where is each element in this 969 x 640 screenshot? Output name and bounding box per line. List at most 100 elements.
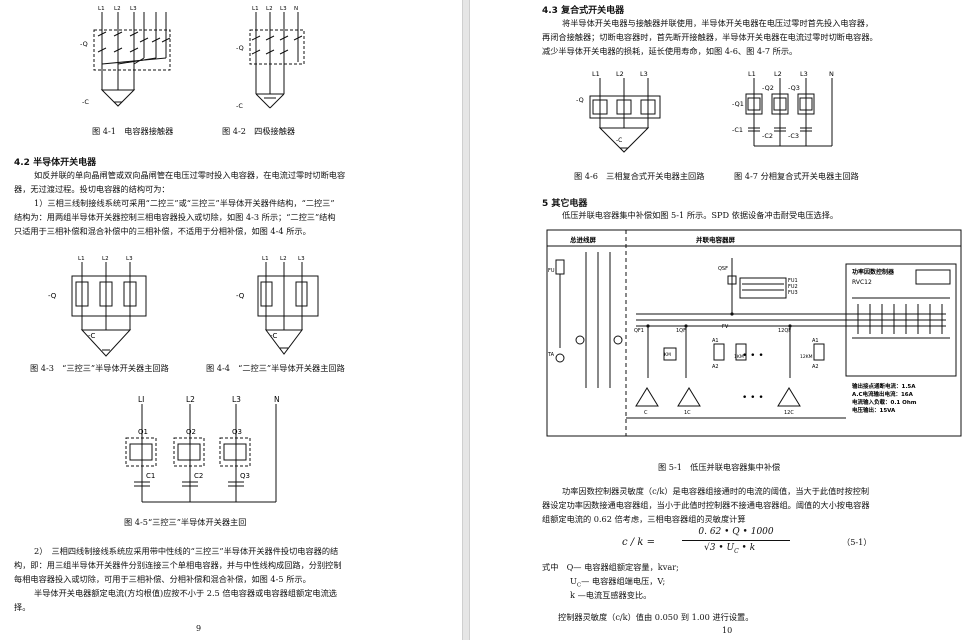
label-c1: C1 [146,472,155,480]
paragraph-line: 器，无过渡过程。投切电容器的结构可为： [14,184,170,194]
paragraph-line: 将半导体开关电器与接触器并联使用，半导体开关电器在电压过零时首先投入电容器， [562,18,874,28]
figure-4-2: L1 L2 L3 N -Q -C [236,6,305,110]
paragraph-line: 组额定电流的 0.62 倍考虑，三相电容器组的灵敏度计算 [542,514,746,524]
where-line: k —电流互感器变比。 [570,590,652,600]
label-fu3: FU3 [788,290,798,296]
figure-4-7-caption: 图 4-7 分相复合式开关电器主回路 [734,171,859,181]
paragraph-line: 每相电容器投入或切除，可用于三相补偿、分相补偿和混合补偿，如图 4-5 所示。 [14,574,311,584]
label-l2: L2 [774,70,782,78]
label-c: -C [616,137,622,144]
label-l2: L2 [102,256,109,262]
paragraph-line: 如反并联的单向晶闸管或双向晶闸管在电压过零时投入电容器，在电流过零时切断电容 [34,170,346,180]
label-l1: L1 [252,6,259,12]
label-l3: L3 [280,6,287,12]
fraction-bar [682,540,790,541]
figure-4-3-caption: 图 4-3 “三控三”半导体开关器主回路 [30,363,169,373]
label-a2: A2 [712,364,719,370]
label-fu: FU [548,268,555,274]
where-line: UC— 电容器组端电压，V; [570,574,665,593]
paragraph-line: 2） 三相四线制接线系统应采用带中性线的“三控三”半导体开关器件投切电容器的结 [34,546,339,556]
spec-line: A.C电流输出电流：16A [852,390,914,398]
paragraph-line: 结构为：用两组半导体开关器控制三相电容器投入或切除，如图 4-3 所示；“二控三… [14,212,336,222]
label-l1: LI [138,395,144,404]
label-l2: L2 [280,256,287,262]
label-incoming-panel: 总进线屏 [570,235,597,244]
equation-numerator: 0. 62 • Q • 1000 [698,527,774,537]
label-l1: L1 [98,6,105,12]
paragraph-line: 减少半导体开关电器的损耗，延长使用寿命，如图 4-6、图 4-7 所示。 [542,46,798,56]
label-1km: 1KM [734,354,744,360]
paragraph-line: 半导体开关电器额定电流(方均根值)应按不小于 2.5 倍电容器或电容器组额定电流… [34,588,337,598]
label-l2: L2 [616,70,624,78]
label-fv: FV [722,324,729,330]
label-l2: L2 [186,395,195,404]
label-c2: -C2 [762,132,773,140]
equation-denominator: √3 • UC • k [704,543,755,555]
paragraph-line: 构，即：用三组半导体开关器件分别连接三个单相电容器，并与中性线构成回路，分别控制 [14,560,342,570]
figure-4-4: L1 L2 L3 -Q -C [236,256,319,355]
label-n: N [294,6,298,12]
paragraph-line: 器设定功率因数接通电容器组，当小于此值时控制器不接通电容器组。阈值的大小按电容器 [542,500,870,510]
label-dots: • • • [742,351,764,361]
where-line: 式中 Q— 电容器组额定容量，kvar; [542,562,679,572]
label-l3: L3 [126,256,133,262]
label-12c: 12C [784,410,794,416]
label-q: -Q [236,292,245,300]
label-q: -Q [576,96,584,104]
label-a1: A1 [712,338,719,344]
figure-4-6-caption: 图 4-6 三相复合式开关电器主回路 [574,171,705,181]
label-c1: -C1 [732,126,743,134]
section-4-2-title: 4.2 半导体开关电器 [14,158,97,168]
label-capacitor-panel: 并联电容器屏 [696,235,736,244]
label-a1: A1 [812,338,819,344]
figure-4-3: L1 L2 L3 -Q -C [48,256,147,357]
where-text: — 电容器组端电压，V; [581,576,666,586]
label-q: -Q [236,44,244,52]
label-n: N [274,395,280,404]
equation-lhs: c / k = [622,537,655,548]
label-12km: 12KM [800,354,813,360]
denominator-subscript: C [734,547,739,555]
label-l3: L3 [800,70,808,78]
paragraph-line: 再闭合接触器；切断电容器时，首先断开接触器，半导体开关电器在电流过零时切断电容器… [542,32,878,42]
label-qf1: QF1 [634,328,644,334]
figure-4-4-caption: 图 4-4 “二控三”半导体开关器主回路 [206,363,345,373]
label-c: -C [88,332,96,340]
figure-5-1: 总进线屏 并联电容器屏 FU TA QSF FV FU1 FU2 FU3 功率因… [546,229,962,437]
label-q: -Q [48,292,57,300]
page-number: 10 [722,626,733,635]
label-q3: Q3 [232,428,242,436]
label-c: -C [270,332,278,340]
equation-number: （5-1） [842,537,872,547]
figure-4-2-caption: 图 4-2 四极接触器 [222,126,296,136]
label-km: KM [664,352,671,358]
label-qsf: QSF [718,266,728,272]
label-controller-name: 功率因数控制器 [852,268,895,276]
label-c: -C [236,102,243,110]
label-l1: L1 [592,70,600,78]
label-q1: Q1 [138,428,148,436]
where-subscript: C [576,582,582,589]
paragraph-line: 低压并联电容器集中补偿如图 5-1 所示。SPD 依据设备冲击耐受电压选择。 [562,210,839,220]
label-l1: L1 [78,256,85,262]
label-fu1: FU1 [788,278,798,284]
page-9: L1 L2 L3 -Q -C L1 L2 L3 N -Q -C 图 4-1 电容… [0,0,462,640]
page-gutter [462,0,470,640]
label-capacitor: C [644,410,648,416]
page-10: 4.3 复合式开关电器 将半导体开关电器与接触器并联使用，半导体开关电器在电压过… [470,0,969,640]
label-c2: C2 [194,472,203,480]
label-1c: 1C [684,410,691,416]
label-a2: A2 [812,364,819,370]
paragraph-line: 控制器灵敏度（c/k）值由 0.050 到 1.00 进行设置。 [558,612,754,622]
label-l2: L2 [266,6,273,12]
figure-4-1: L1 L2 L3 -Q -C [80,6,171,107]
figure-4-5-caption: 图 4-5“三控三”半导体开关器主回 [124,517,247,527]
label-12qf: 12QF [778,328,791,334]
label-q3: -Q3 [788,84,800,92]
figure-5-1-caption: 图 5-1 低压并联电容器集中补偿 [658,462,781,472]
label-q2: Q2 [186,428,196,436]
paragraph-line: 1）三相三线制接线系统可采用“二控三”或“三控三”半导体开关器件结构，“二控三” [34,198,335,208]
label-l3: L3 [640,70,648,78]
label-l1: L1 [262,256,269,262]
label-q1: -Q1 [732,100,744,108]
